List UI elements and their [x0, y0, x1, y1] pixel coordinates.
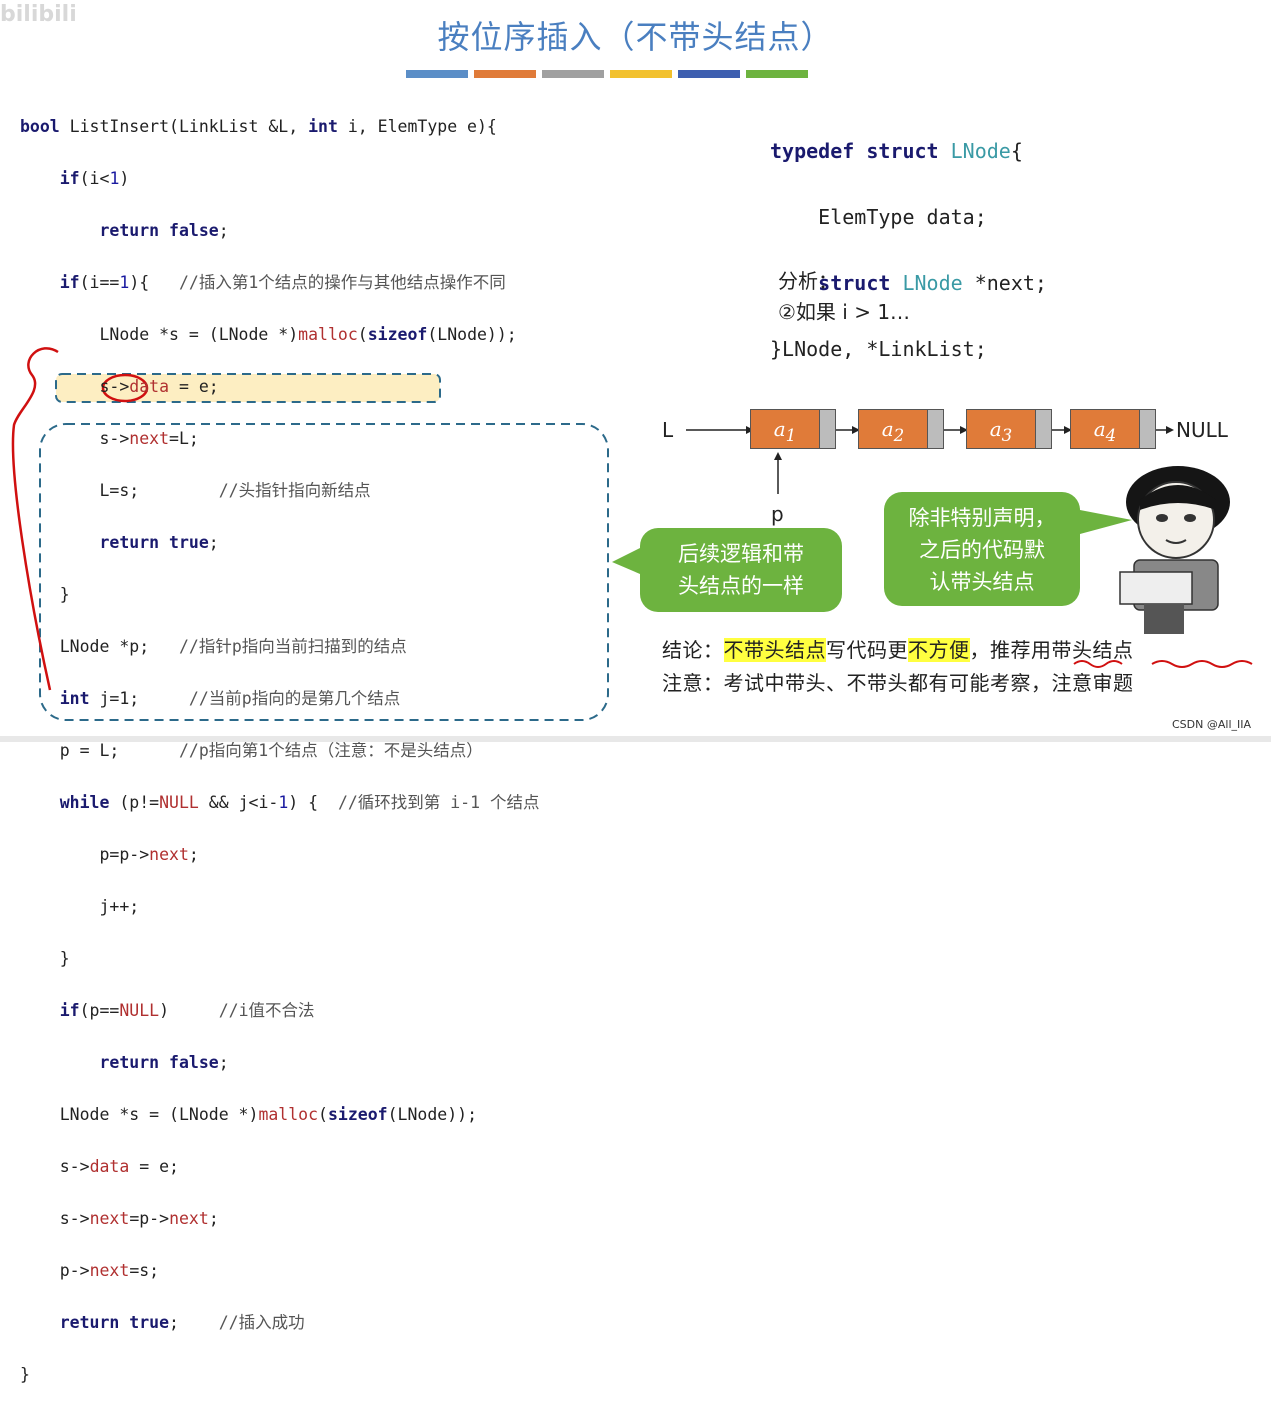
- list-node: a3: [966, 409, 1052, 449]
- color-bar: [406, 70, 468, 78]
- code-line: return false;: [99, 1053, 229, 1072]
- code-line: s->next=p->next;: [59, 1209, 219, 1228]
- code-line: int j=1; //当前p指向的是第几个结点: [59, 689, 401, 708]
- typedef-line: ElemType data;: [818, 205, 987, 229]
- code-line: LNode *s = (LNode *)malloc(sizeof(LNode)…: [99, 325, 517, 344]
- conclusion-line: 结论：不带头结点写代码更不方便，推荐用带头结点: [662, 638, 1134, 662]
- bubble-left: 后续逻辑和带 头结点的一样: [640, 528, 842, 612]
- slide-title: 按位序插入（不带头结点）: [437, 18, 834, 56]
- p-pointer-label: p: [771, 502, 784, 526]
- bubble-right: 除非特别声明， 之后的代码默 认带头结点: [884, 492, 1080, 606]
- csdn-credit: CSDN @All_IIA: [1172, 718, 1252, 731]
- j-circle: [101, 373, 149, 403]
- typedef-block: typedef struct LNode{ ElemType data; str…: [770, 102, 1047, 399]
- cartoon-face-icon: [1119, 466, 1230, 634]
- analysis-label: 分析：: [778, 269, 838, 293]
- code-line: p->next=s;: [59, 1261, 160, 1280]
- code-block: bool ListInsert(LinkList &L, int i, Elem…: [20, 88, 539, 1414]
- color-bar: [678, 70, 740, 78]
- typedef-line: struct LNode *next;: [818, 271, 1047, 295]
- bottom-strip: [0, 736, 1271, 742]
- code-line: s->data = e;: [99, 377, 219, 396]
- null-label: NULL: [1176, 418, 1228, 442]
- code-line: if(p==NULL) //i值不合法: [59, 1001, 315, 1020]
- head-pointer-label: L: [662, 418, 674, 442]
- color-bar: [542, 70, 604, 78]
- highlight-box: [55, 373, 441, 403]
- code-line: s->next=L;: [99, 429, 199, 448]
- typedef-line: typedef struct LNode{: [770, 139, 1023, 163]
- loop-dashed-box: [39, 423, 609, 721]
- color-bar: [610, 70, 672, 78]
- analysis-text: 分析： ②如果 i > 1…: [778, 266, 910, 328]
- code-line: return true;: [99, 533, 219, 552]
- typedef-line: }LNode, *LinkList;: [770, 337, 987, 361]
- code-line: s->data = e;: [59, 1157, 179, 1176]
- code-line: LNode *p; //指针p指向当前扫描到的结点: [59, 637, 407, 656]
- color-bar: [746, 70, 808, 78]
- code-line: while (p!=NULL && j<i-1) { //循环找到第 i-1 个…: [59, 793, 540, 812]
- list-node: a1: [750, 409, 836, 449]
- code-line: p=p->next;: [99, 845, 199, 864]
- code-line: L=s; //头指针指向新结点: [99, 481, 371, 500]
- conclusion-text: 结论：不带头结点写代码更不方便，推荐用带头结点 注意：考试中带头、不带头都有可能…: [662, 634, 1134, 700]
- annotation-layer: [11, 347, 1253, 721]
- red-brace: [11, 347, 59, 691]
- code-line: }: [20, 1365, 30, 1384]
- bilibili-watermark: bilibili: [0, 2, 77, 27]
- code-line: }: [59, 585, 70, 604]
- code-line: if(i<1): [59, 169, 130, 188]
- underline-daitou: [1151, 660, 1253, 668]
- analysis-item: ②如果 i > 1…: [778, 300, 911, 324]
- color-bars: [406, 70, 808, 78]
- code-line: if(i==1){ //插入第1个结点的操作与其他结点操作不同: [59, 273, 506, 292]
- color-bar: [474, 70, 536, 78]
- code-line: LNode *s = (LNode *)malloc(sizeof(LNode)…: [59, 1105, 477, 1124]
- list-node: a4: [1070, 409, 1156, 449]
- underline-tuijian: [1073, 660, 1123, 668]
- list-node: a2: [858, 409, 944, 449]
- code-line: return false;: [99, 221, 229, 240]
- note-line: 注意：考试中带头、不带头都有可能考察，注意审题: [662, 671, 1134, 695]
- code-line: bool ListInsert(LinkList &L, int i, Elem…: [20, 117, 497, 136]
- code-line: }: [59, 949, 70, 968]
- code-line: j++;: [99, 897, 140, 916]
- code-line: return true; //插入成功: [59, 1313, 305, 1332]
